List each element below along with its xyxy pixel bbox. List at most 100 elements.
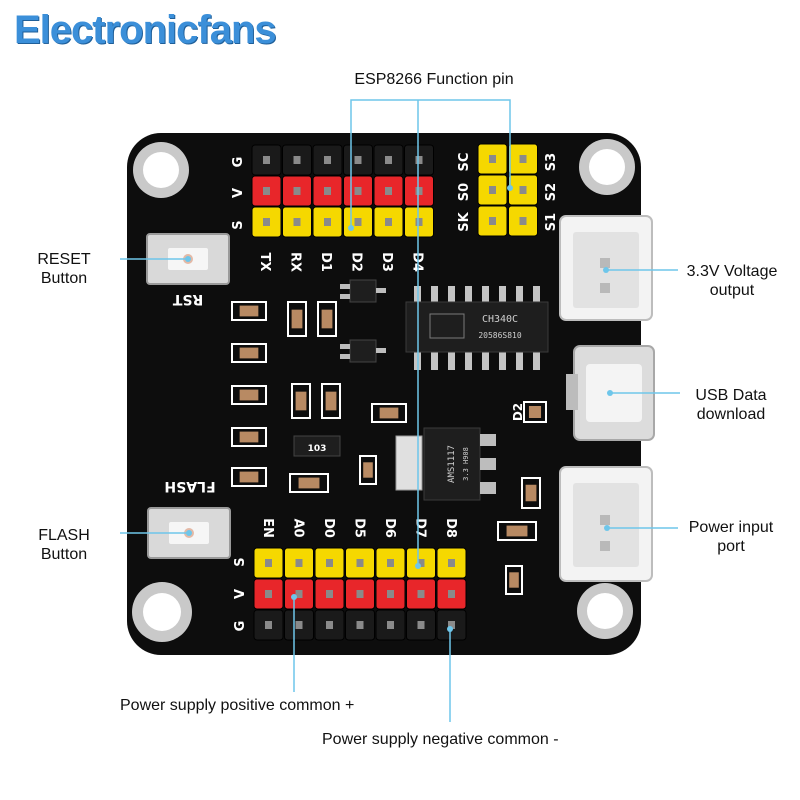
spi-header-pin [508, 143, 538, 175]
jst-connector-power-input [559, 466, 653, 582]
spi-pin-header [477, 143, 538, 237]
callout-reset-line2: Button [40, 270, 88, 287]
mount-hole-top-right [579, 139, 635, 195]
smd-part [505, 565, 523, 595]
bottom-pin-label: D5 [352, 518, 367, 538]
callout-3v3-line1: 3.3V Voltage [686, 263, 778, 280]
smd-part [231, 385, 267, 405]
smd-part [521, 477, 541, 509]
top-header-pin [373, 175, 404, 207]
callout-3v3-line2: output [709, 282, 755, 299]
bottom-header-pin [253, 609, 284, 641]
top-header-pin [404, 144, 434, 176]
top-header-pin [282, 175, 312, 207]
smd-part [289, 473, 329, 493]
chip-leg [499, 286, 506, 302]
top-pin-label: D2 [349, 252, 364, 272]
leader-dots [185, 185, 613, 632]
voltage-regulator: AMS1117 3.3 H908 [395, 427, 496, 501]
top-header-pin [312, 175, 343, 207]
chip-leg [516, 286, 523, 302]
top-header-pin [312, 206, 343, 238]
leader-lines [120, 99, 680, 722]
bottom-pin-label: D6 [382, 518, 397, 538]
top-row-label-v: V [231, 188, 246, 198]
silk-flash: FLASH [164, 478, 215, 494]
smd-part [291, 383, 311, 419]
bottom-header-pin [436, 609, 467, 641]
callout-reset-line1: RESET [37, 251, 91, 268]
top-header-pin [343, 206, 373, 238]
top-header-pin [373, 144, 404, 176]
bottom-header-pin [436, 578, 467, 610]
bottom-pin-header [253, 547, 467, 641]
chip-leg [448, 286, 455, 302]
smd-part [231, 427, 267, 447]
top-header-pin [373, 206, 404, 238]
top-row-label-g: G [231, 157, 246, 168]
smd-part [371, 403, 407, 423]
bottom-header-pin [406, 547, 436, 579]
callout-flash-line1: FLASH [38, 527, 90, 544]
callout-usb: USB Data download [678, 386, 784, 424]
top-header-pin [251, 144, 282, 176]
chip-leg [465, 286, 472, 302]
smd-part [523, 401, 547, 423]
bottom-header-pin [406, 578, 436, 610]
callout-positive: Power supply positive common + [120, 697, 355, 714]
top-pin-label: TX [257, 253, 272, 272]
spi-label-sc: SC [457, 153, 472, 172]
spi-header-pin [477, 174, 508, 206]
regulator-label: AMS1117 [447, 445, 457, 483]
bottom-header-pin [314, 578, 345, 610]
top-header-pin [312, 144, 343, 176]
callout-function-pin: ESP8266 Function pin [354, 71, 514, 88]
top-pin-label: D4 [410, 252, 425, 272]
top-header-pin [282, 206, 312, 238]
bottom-header-pin [345, 578, 375, 610]
smd-components [231, 301, 547, 595]
transistor-q1 [340, 279, 386, 303]
spi-header-pin [508, 174, 538, 206]
callout-usb-line2: download [696, 406, 766, 423]
top-row-label-s: S [231, 220, 246, 229]
bottom-pin-label: D8 [443, 518, 458, 538]
spi-header-pin [477, 143, 508, 175]
brand-logo: Electronicfans [14, 8, 277, 52]
smd-part [287, 301, 307, 337]
smd-part [231, 467, 267, 487]
callout-3v3: 3.3V Voltage output [672, 262, 792, 300]
chip-leg [533, 286, 540, 302]
silk-d2: D2 [511, 403, 525, 421]
bottom-pin-label: EN [260, 518, 275, 538]
spi-label-s1: S1 [544, 213, 559, 231]
chip-leg [482, 352, 489, 370]
bottom-header-pin [375, 578, 406, 610]
mount-hole-bottom-left [132, 582, 192, 642]
bottom-row-label-v: V [233, 589, 248, 599]
callout-negative: Power supply negative common - [322, 731, 559, 748]
board-body [127, 133, 641, 655]
silk-rst: RST [172, 291, 203, 307]
bottom-header-pin [345, 547, 375, 579]
chip-leg [448, 352, 455, 370]
top-pin-label: D3 [379, 252, 394, 272]
resistor-network: 103 [293, 435, 341, 457]
top-header-pin [282, 144, 312, 176]
top-header-pin [343, 144, 373, 176]
bottom-header-pin [375, 609, 406, 641]
callout-power-input-line1: Power input [688, 519, 774, 536]
spi-header-pin [508, 205, 538, 237]
bottom-header-pin [284, 578, 314, 610]
smd-part [231, 301, 267, 321]
bottom-header-pin [406, 609, 436, 641]
silk-103: 103 [308, 444, 327, 454]
chip-leg [516, 352, 523, 370]
bottom-header-pin [284, 609, 314, 641]
spi-label-s2: S2 [544, 183, 559, 201]
bottom-pin-label: D7 [413, 518, 428, 538]
